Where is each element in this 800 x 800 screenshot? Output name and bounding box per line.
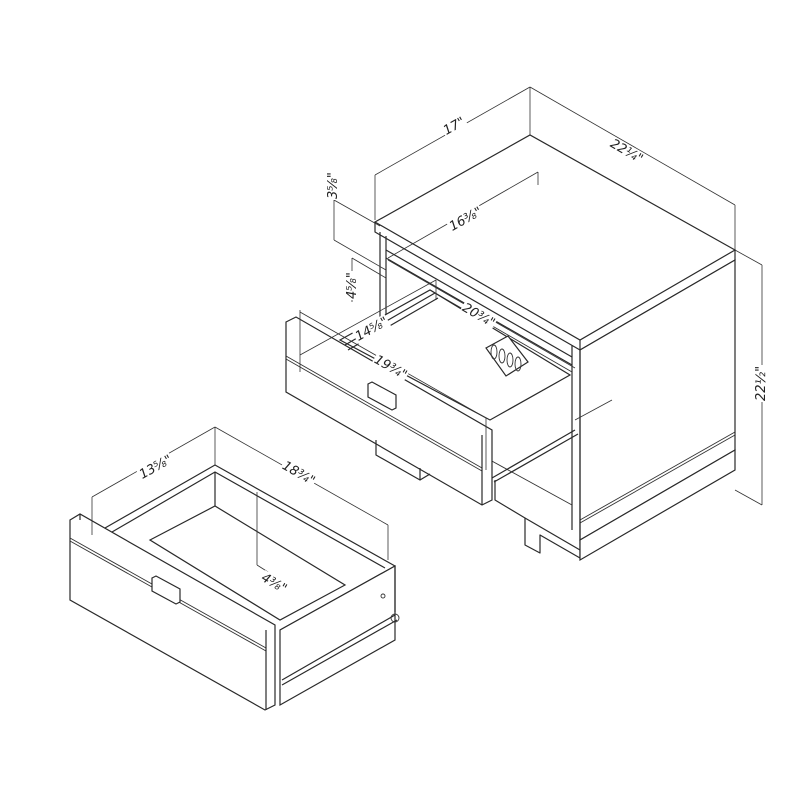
dim-overall-height: 22½" [754,364,769,402]
dim-drawer-opening-height: 4⅝" [345,271,360,300]
dim-top-gap-height: 3⅝" [326,171,341,200]
upper-drawer [285,289,579,506]
cabinet-body [373,134,737,562]
grommet-slots-icon [490,344,522,372]
lower-drawer [69,464,400,711]
